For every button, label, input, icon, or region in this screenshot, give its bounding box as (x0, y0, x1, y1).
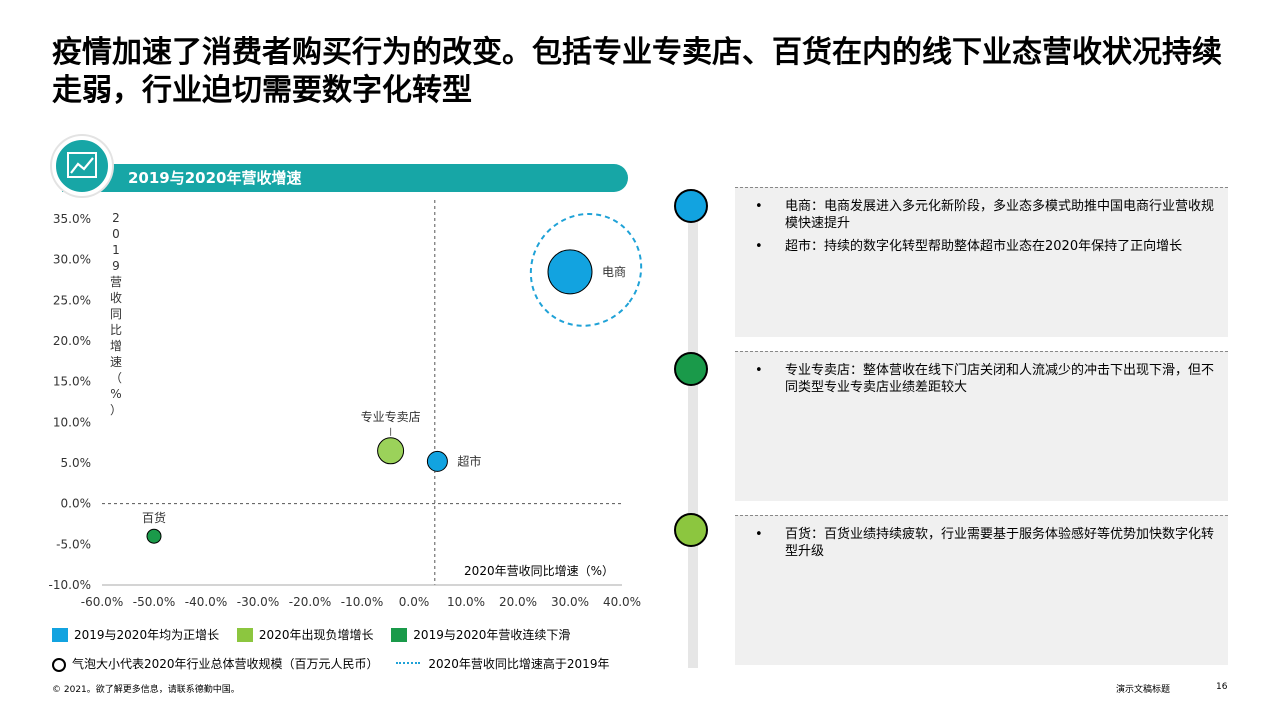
x-tick-label: -60.0% (81, 595, 123, 609)
panel-specialty-store: 专业专卖店：整体营收在线下门店关闭和人流减少的冲击下出现下滑，但不同类型专业专卖… (735, 351, 1228, 501)
page-title: 疫情加速了消费者购买行为的改变。包括专业专卖店、百货在内的线下业态营收状况持续走… (52, 35, 1222, 108)
bubble-circle-icon (52, 657, 66, 672)
bullet-supermarket: 超市：持续的数字化转型帮助整体超市业态在2020年保持了正向增长 (753, 238, 1214, 255)
panel-dot-ecommerce (674, 189, 708, 223)
dotted-line-icon (396, 661, 421, 664)
x-tick-label: 20.0% (499, 595, 537, 609)
line-chart-icon (52, 136, 112, 196)
legend-label: 2019与2020年营收连续下滑 (413, 627, 571, 642)
legend-row-notes: 气泡大小代表2020年行业总体营收规模（百万元人民币） 2020年营收同比增速高… (52, 654, 623, 672)
bubble-point (547, 249, 593, 295)
panel-ecommerce-supermarket: 电商：电商发展进入多元化新阶段，多业态多模式助推中国电商行业营收规模快速提升 超… (735, 187, 1228, 337)
legend-item-bubble-size: 气泡大小代表2020年行业总体营收规模（百万元人民币） (52, 655, 379, 673)
panel-department-store: 百货：百货业绩持续疲软，行业需要基于服务体验感好等优势加快数字化转型升级 (735, 515, 1228, 665)
y-tick-label: -10.0% (49, 578, 91, 592)
legend-label: 2020年营收同比增速高于2019年 (428, 656, 610, 671)
x-tick-label: -10.0% (341, 595, 383, 609)
y-tick-label: 15.0% (53, 375, 91, 389)
footer-copyright: © 2021。欲了解更多信息，请联系德勤中国。 (52, 685, 240, 695)
bullet-ecommerce: 电商：电商发展进入多元化新阶段，多业态多模式助推中国电商行业营收规模快速提升 (753, 198, 1214, 232)
bubble-label: 超市 (457, 453, 481, 468)
legend-label: 气泡大小代表2020年行业总体营收规模（百万元人民币） (72, 656, 379, 671)
panel-dot-specialty (674, 352, 708, 386)
bubble-point (426, 450, 448, 472)
legend-label: 2020年出现负增增长 (258, 627, 374, 642)
timeline-bar (688, 200, 698, 668)
bubble-label: 百货 (142, 510, 166, 525)
bubble-point (377, 437, 405, 465)
legend-item-dash: 2020年营收同比增速高于2019年 (396, 655, 609, 673)
legend-swatch (52, 627, 68, 642)
y-tick-label: 10.0% (53, 415, 91, 429)
footer-page-number: 16 (1216, 682, 1228, 692)
panel-dot-department (674, 513, 708, 547)
legend-swatch (391, 627, 408, 642)
y-tick-label: 25.0% (53, 293, 91, 307)
y-tick-label: 0.0% (61, 497, 92, 511)
legend-item-negative-2020: 2020年出现负增增长 (236, 626, 374, 644)
x-tick-label: -40.0% (185, 595, 227, 609)
x-tick-label: 10.0% (447, 595, 485, 609)
x-tick-label: -50.0% (133, 595, 175, 609)
chart-header-bar (62, 164, 628, 192)
y-tick-label: -5.0% (56, 537, 91, 551)
y-tick-label: 5.0% (61, 456, 92, 470)
legend-row-colors: 2019与2020年均为正增长 2020年出现负增增长 2019与2020年营收… (52, 625, 584, 643)
highlight-ellipse (529, 212, 643, 327)
bullet-department-store: 百货：百货业绩持续疲软，行业需要基于服务体验感好等优势加快数字化转型升级 (753, 526, 1214, 560)
x-tick-label: 40.0% (603, 595, 641, 609)
y-tick-label: 30.0% (53, 253, 91, 267)
legend-swatch (236, 627, 253, 642)
x-tick-label: -30.0% (237, 595, 279, 609)
legend-item-decline: 2019与2020年营收连续下滑 (391, 626, 570, 644)
bubble-label: 电商 (602, 264, 626, 279)
footer-deck-title: 演示文稿标题 (1116, 685, 1171, 695)
bubble-label: 专业专卖店 (361, 409, 421, 424)
scatter-chart: 35.0% 30.0% 25.0% 20.0% 15.0% 10.0% 5.0% 0.0% -5… (49, 200, 643, 609)
bullet-specialty-store: 专业专卖店：整体营收在线下门店关闭和人流减少的冲击下出现下滑，但不同类型专业专卖… (753, 362, 1214, 396)
legend-label: 2019与2020年均为正增长 (74, 627, 220, 642)
chart-header-text: 2019与2020年营收增速 (128, 169, 302, 187)
y-tick-label: 20.0% (53, 334, 91, 348)
x-tick-label: 30.0% (551, 595, 589, 609)
x-axis-label: 2020年营收同比增速（%） (464, 564, 614, 578)
legend-item-positive: 2019与2020年均为正增长 (52, 626, 219, 644)
x-tick-label: -20.0% (289, 595, 331, 609)
x-tick-label: 0.0% (399, 595, 430, 609)
bubble-point (146, 528, 162, 544)
y-tick-label: 35.0% (53, 212, 91, 226)
